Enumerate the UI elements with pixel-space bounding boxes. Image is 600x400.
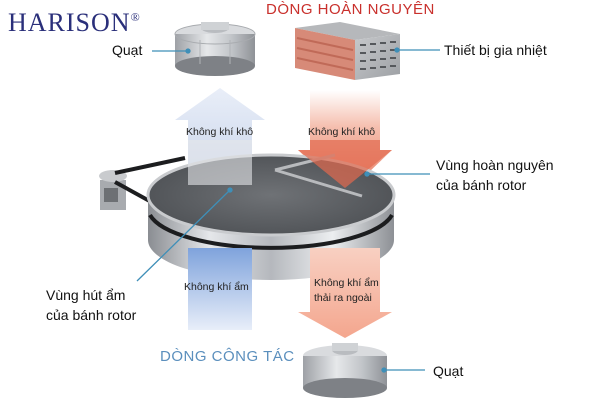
leader-adsorption-zone — [136, 189, 231, 282]
drive-motor — [99, 170, 127, 210]
fan-bottom-label: Quạt — [433, 363, 464, 379]
adsorption-zone-label: Vùng hút ẩm của bánh rotor — [46, 285, 136, 325]
dry-air-regen-label: Không khí khô — [308, 126, 376, 138]
logo-text: HARISON — [8, 8, 131, 37]
dry-air-out-label: Không khí khô — [186, 126, 254, 138]
humid-air-bar — [188, 248, 252, 330]
humid-exhaust-line2: thải ra ngoài — [314, 292, 372, 304]
adsorption-zone-line1: Vùng hút ẩm — [46, 287, 126, 303]
regen-zone-line1: Vùng hoàn nguyên — [436, 157, 554, 173]
humid-exhaust-arrow — [298, 248, 392, 338]
heater-label: Thiết bị gia nhiệt — [444, 42, 547, 58]
fan-top-label: Quạt — [112, 42, 143, 58]
humid-air-in-label: Không khí ẩm — [184, 281, 249, 293]
humid-exhaust-label: Không khí ẩm thải ra ngoài — [314, 276, 379, 306]
process-flow-title: DÒNG CÔNG TÁC — [160, 348, 295, 365]
harison-logo: HARISON® — [8, 8, 141, 38]
registered-mark: ® — [130, 10, 141, 24]
humid-exhaust-line1: Không khí ẩm — [314, 277, 379, 289]
regeneration-flow-title: DÒNG HOÀN NGUYÊN — [266, 1, 435, 18]
adsorption-zone-line2: của bánh rotor — [46, 307, 137, 323]
heater-illustration — [295, 22, 400, 80]
regen-zone-label: Vùng hoàn nguyên của bánh rotor — [436, 155, 554, 195]
fan-bottom-illustration — [303, 343, 387, 398]
regen-zone-line2: của bánh rotor — [436, 177, 527, 193]
